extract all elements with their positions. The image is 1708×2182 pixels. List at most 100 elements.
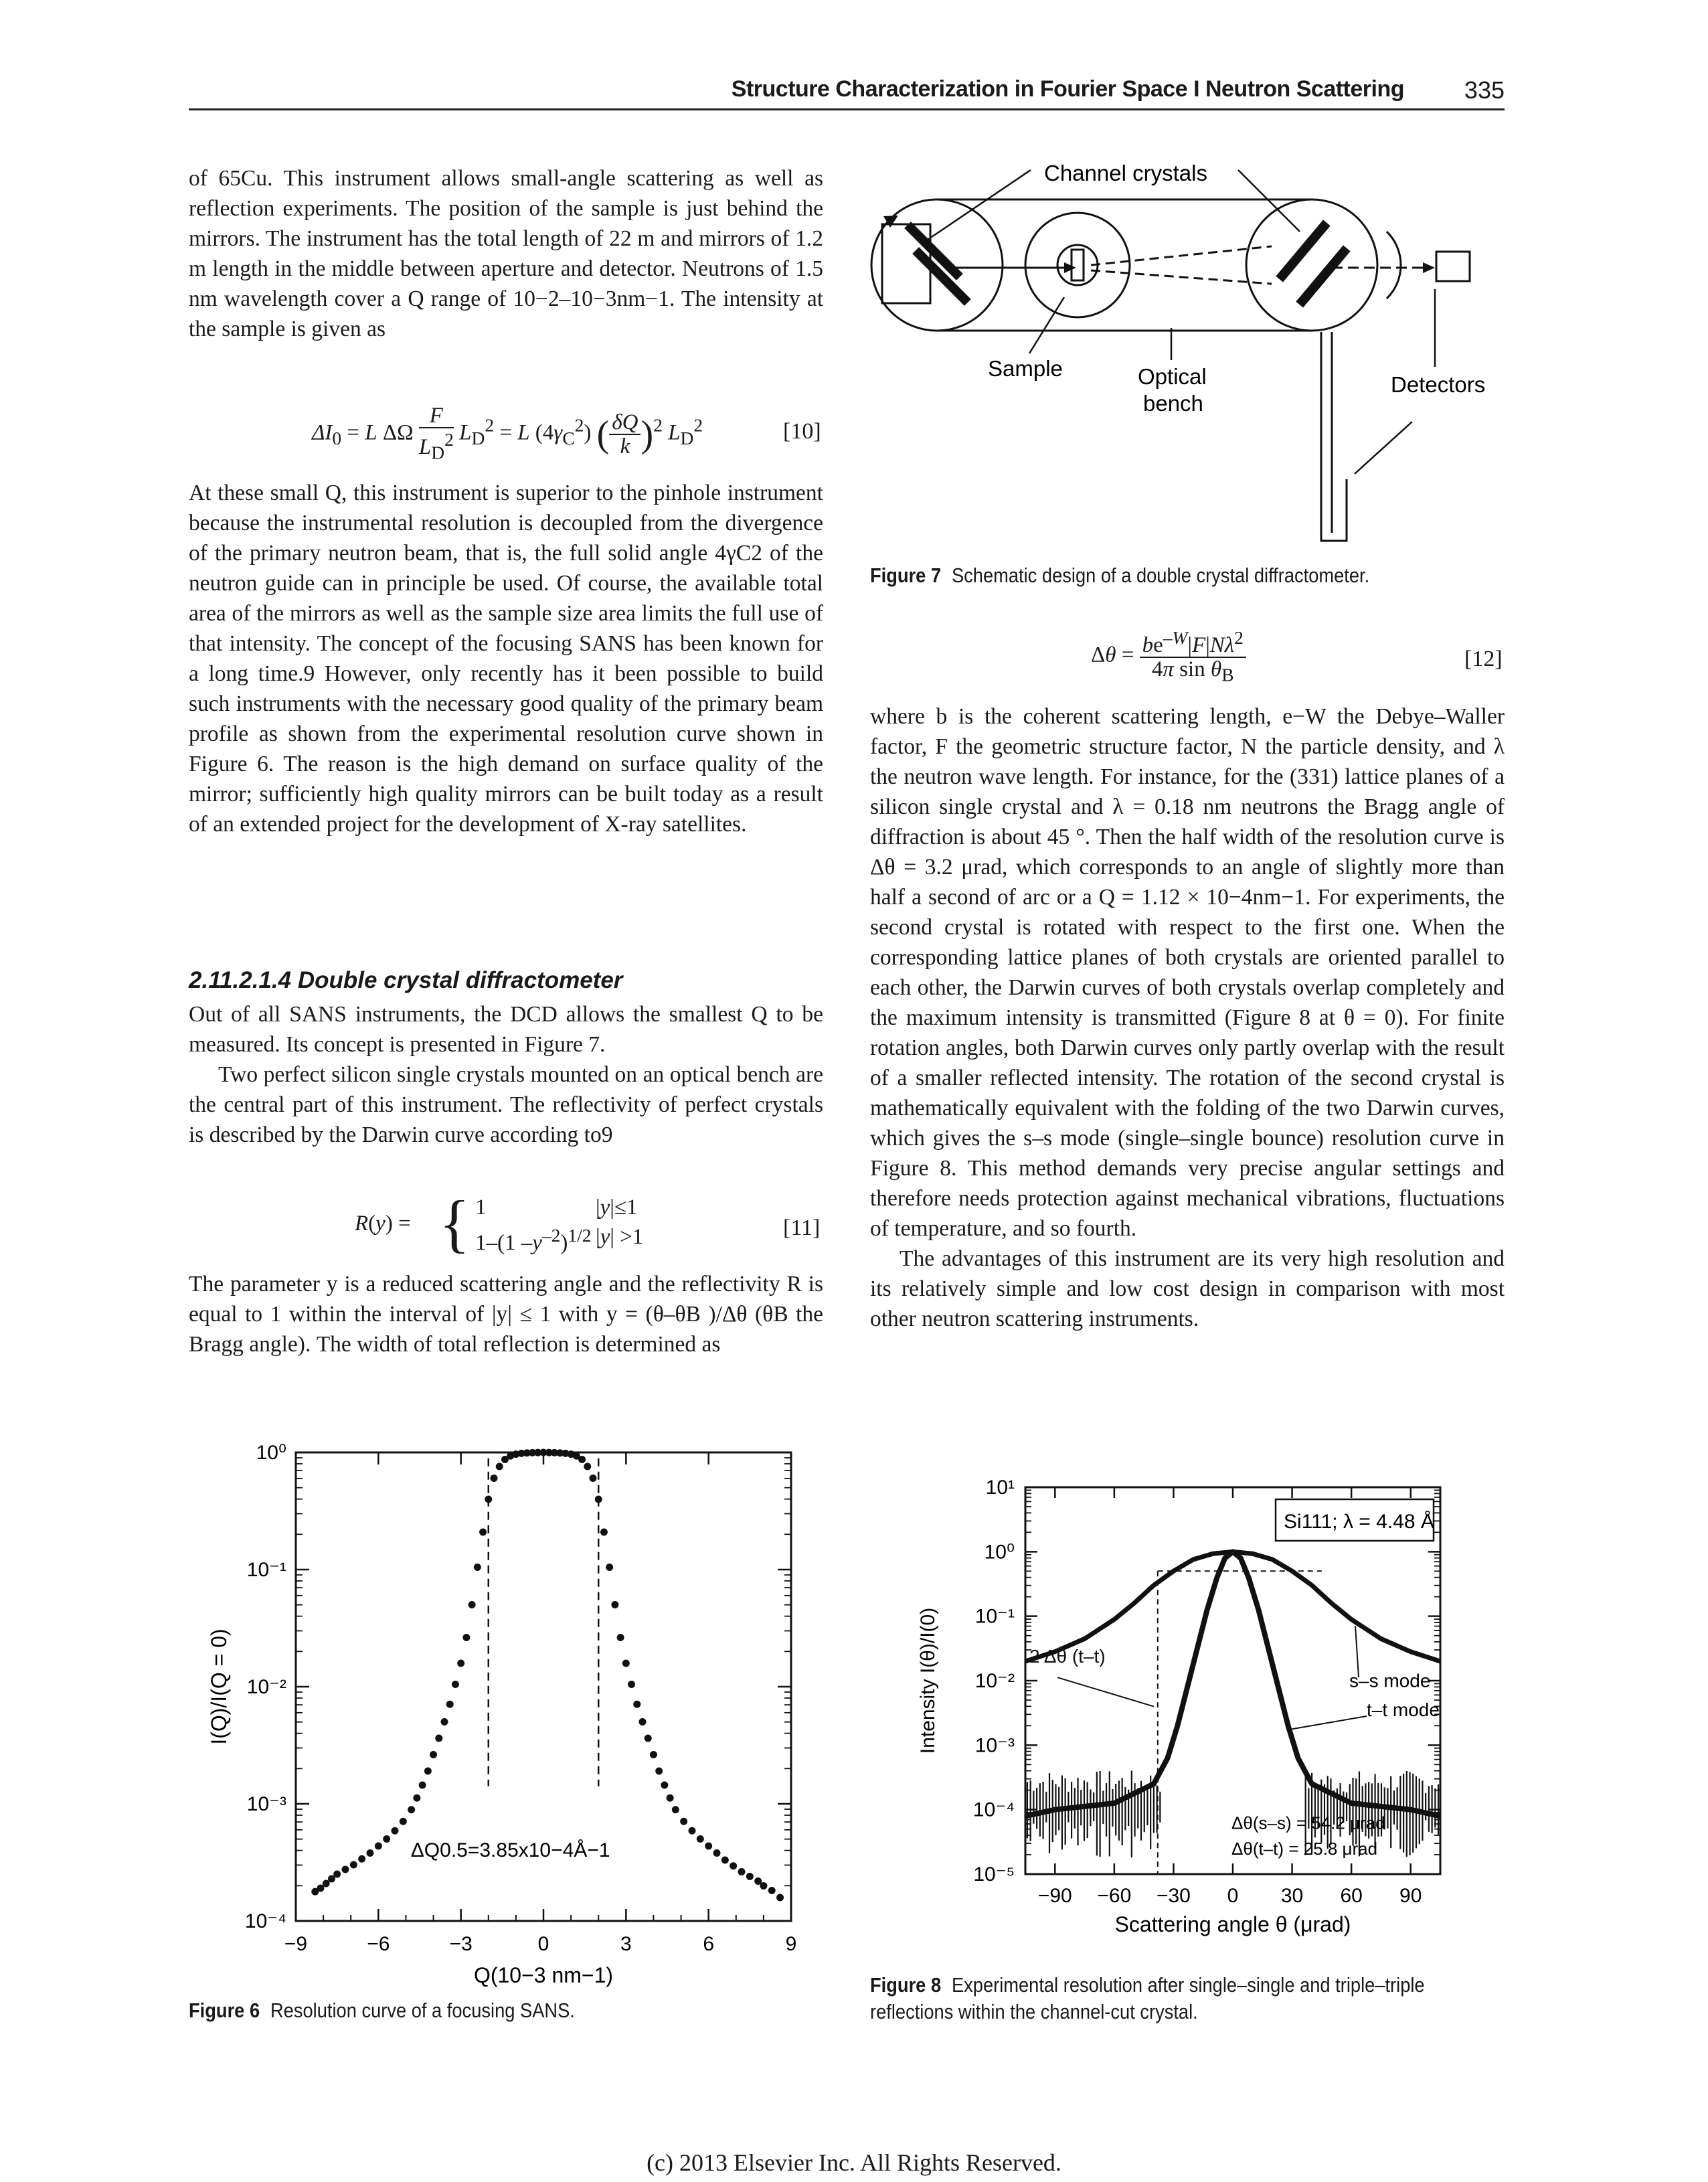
figure-8-caption-line1: Experimental resolution after single–sin… bbox=[951, 1973, 1425, 1997]
crystal-2b bbox=[1296, 245, 1351, 308]
data-point bbox=[713, 1849, 721, 1857]
x-tick-label: 60 bbox=[1340, 1885, 1362, 1907]
paragraph-5: The parameter y is a reduced scattering … bbox=[189, 1272, 823, 1357]
section-heading: 2.11.2.1.4 Double crystal diffractometer bbox=[189, 967, 623, 993]
equation-11: R(y) = { 1 |y|≤1 1–(1 –y–2)1/2 |y| >1 bbox=[355, 1187, 644, 1259]
data-point bbox=[776, 1894, 784, 1902]
figure-7-caption: Figure 7 Schematic design of a double cry… bbox=[870, 562, 1369, 589]
data-point bbox=[517, 1449, 525, 1457]
data-point bbox=[391, 1827, 399, 1835]
data-point bbox=[705, 1842, 713, 1850]
equation-10-number: [10] bbox=[783, 419, 821, 444]
running-title: Structure Characterization in Fourier Sp… bbox=[731, 76, 1405, 102]
right-column-main: where b is the coherent scattering lengt… bbox=[870, 701, 1505, 1334]
detector-box bbox=[1435, 250, 1471, 282]
rotation-arc bbox=[1385, 230, 1402, 300]
x-tick-label: −90 bbox=[1038, 1885, 1072, 1907]
y-tick-label: 10⁻³ bbox=[247, 1793, 286, 1815]
data-point bbox=[349, 1861, 357, 1869]
label-detectors: Detectors bbox=[1391, 372, 1485, 397]
data-point bbox=[495, 1462, 503, 1471]
data-point bbox=[680, 1817, 688, 1825]
left-column-bottom: The parameter y is a reduced scattering … bbox=[189, 1269, 823, 1359]
data-point bbox=[399, 1817, 407, 1825]
data-point bbox=[696, 1835, 704, 1843]
figure-7-caption-label: Figure 7 bbox=[870, 564, 942, 587]
paragraph-7: The advantages of this instrument are it… bbox=[870, 1246, 1505, 1331]
data-point bbox=[688, 1827, 696, 1835]
x-axis-label: Scattering angle θ (μrad) bbox=[1115, 1912, 1351, 1936]
figure-6-caption-text: Resolution curve of a focusing SANS. bbox=[270, 1999, 575, 2022]
data-point bbox=[485, 1495, 493, 1503]
y-tick-label: 10⁻⁴ bbox=[973, 1799, 1015, 1821]
paragraph-4: Two perfect silicon single crystals moun… bbox=[189, 1062, 823, 1147]
data-point bbox=[754, 1877, 762, 1885]
y-axis-label: Intensity I(θ)/I(0) bbox=[917, 1608, 939, 1754]
paragraph-3: Out of all SANS instruments, the DCD all… bbox=[189, 1002, 823, 1057]
data-point bbox=[440, 1718, 448, 1726]
data-point bbox=[628, 1681, 636, 1688]
data-point bbox=[501, 1456, 509, 1463]
x-tick-label: −9 bbox=[284, 1933, 307, 1955]
crystal-2a bbox=[1276, 220, 1331, 282]
right-crystal-circle bbox=[1245, 198, 1379, 332]
x-tick-label: 30 bbox=[1281, 1885, 1303, 1907]
paragraph-6: where b is the coherent scattering lengt… bbox=[870, 704, 1505, 1241]
x-tick-label: −3 bbox=[450, 1933, 473, 1955]
data-point bbox=[616, 1634, 624, 1641]
figure-7-caption-text: Schematic design of a double crystal dif… bbox=[951, 564, 1370, 587]
beam-scatter-lower bbox=[1090, 269, 1272, 285]
data-point bbox=[311, 1887, 319, 1896]
data-point bbox=[322, 1879, 330, 1887]
leader-detectors-down bbox=[1354, 421, 1413, 475]
data-point bbox=[545, 1448, 553, 1456]
data-point bbox=[462, 1634, 471, 1641]
detector-arrow-head bbox=[1423, 262, 1435, 273]
data-point bbox=[562, 1449, 570, 1457]
x-tick-label: 0 bbox=[538, 1933, 549, 1955]
source-arrow bbox=[883, 216, 898, 228]
y-axis-label: I(Q)/I(Q = 0) bbox=[207, 1628, 231, 1744]
data-point bbox=[435, 1734, 443, 1742]
data-point bbox=[512, 1450, 520, 1458]
y-tick-label: 10⁰ bbox=[256, 1442, 286, 1464]
data-point bbox=[446, 1700, 454, 1708]
data-point bbox=[479, 1528, 487, 1536]
page-number: 335 bbox=[1464, 76, 1505, 104]
data-point bbox=[534, 1448, 542, 1456]
equation-12-number: [12] bbox=[1464, 647, 1503, 671]
data-point bbox=[611, 1601, 619, 1608]
copyright-footer: (c) 2013 Elsevier Inc. All Rights Reserv… bbox=[647, 2149, 1061, 2176]
x-tick-label: 90 bbox=[1399, 1885, 1422, 1907]
y-tick-label: 10⁻² bbox=[975, 1670, 1015, 1692]
data-point bbox=[490, 1475, 498, 1482]
data-point bbox=[366, 1849, 374, 1857]
x-tick-label: −6 bbox=[367, 1933, 390, 1955]
data-point bbox=[539, 1448, 547, 1456]
detector-arm bbox=[1320, 332, 1348, 542]
series-line-ss bbox=[1024, 1549, 1442, 1664]
label-channel-crystals: Channel crystals bbox=[1044, 161, 1207, 185]
label-optical: Optical bbox=[1138, 364, 1207, 389]
x-tick-label: −30 bbox=[1157, 1885, 1191, 1907]
x-tick-label: 9 bbox=[786, 1933, 797, 1955]
data-point bbox=[721, 1856, 729, 1864]
width-label: 2 Δθ (t–t) bbox=[1029, 1646, 1106, 1667]
data-point bbox=[457, 1659, 465, 1667]
data-point bbox=[413, 1794, 421, 1802]
x-tick-label: 6 bbox=[703, 1933, 714, 1955]
data-point bbox=[666, 1794, 674, 1802]
paragraph-1: of 65Cu. This instrument allows small-an… bbox=[189, 166, 823, 341]
data-point bbox=[622, 1659, 630, 1667]
beam-arrow-head bbox=[1064, 262, 1076, 273]
data-point bbox=[649, 1751, 657, 1758]
paragraph-2: At these small Q, this instrument is sup… bbox=[189, 481, 823, 837]
ss-leader-line bbox=[1355, 1626, 1359, 1678]
data-point bbox=[572, 1452, 580, 1460]
data-point bbox=[341, 1865, 349, 1873]
